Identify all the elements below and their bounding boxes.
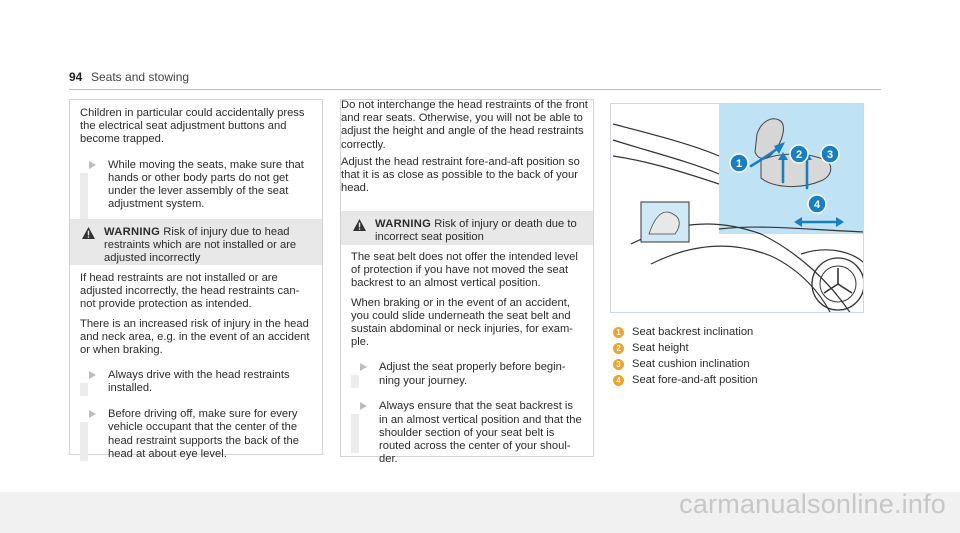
legend-item: 3 Seat cushion inclination — [613, 358, 758, 374]
list-item: While moving the seats, make sure that h… — [80, 159, 312, 225]
warning-paragraph: The seat belt does not offer the intende… — [351, 251, 578, 290]
warning-box: WARNING Risk of injury or death due to i… — [341, 211, 593, 465]
bullet-stripe — [351, 414, 359, 454]
warning-box: WARNING Risk of injury due to head restr… — [70, 219, 322, 462]
arrow-bullet-icon — [89, 410, 96, 419]
column-middle: Do not interchange the head restraints o… — [340, 99, 595, 465]
bullet-stripe — [80, 172, 88, 225]
watermark-text: carmanualsonline.info — [679, 489, 946, 519]
warning-paragraph: There is an increased risk of injury in … — [80, 317, 310, 357]
warning-label: WARNING — [104, 226, 161, 238]
warning-triangle-icon — [353, 219, 366, 235]
star-emblem — [823, 268, 853, 294]
legend-label: Seat fore-and-aft position — [632, 374, 758, 386]
intro-block: Do not interchange the head restraints o… — [341, 99, 595, 201]
seat-switch-illustration — [754, 118, 832, 188]
page-number: 94 — [69, 70, 83, 84]
svg-text:3: 3 — [827, 149, 833, 161]
legend-item: 2 Seat height — [613, 342, 758, 358]
bullet-text: Adjust the seat properly before begin-ni… — [379, 361, 566, 387]
warning-title: Risk of injury due to head restraints wh… — [104, 226, 297, 265]
warning-header: WARNING Risk of injury or death due to i… — [341, 212, 593, 245]
list-item: Adjust the seat properly before begin-ni… — [351, 361, 583, 389]
warning-label: WARNING — [375, 218, 432, 230]
legend-item: 4 Seat fore-and-aft position — [613, 374, 758, 390]
bullet-text: Always ensure that the seat backrest is … — [379, 400, 582, 466]
callout-4: 4 — [807, 194, 827, 218]
arrow-bullet-icon — [360, 363, 367, 372]
bullet-text: Before driving off, make sure for every … — [108, 408, 299, 460]
legend-number-badge: 2 — [613, 343, 624, 354]
legend-item: 1 Seat backrest inclination — [613, 326, 758, 342]
bullet-text: Always drive with the head restraints in… — [108, 369, 290, 395]
callout-2: 2 — [789, 144, 809, 168]
callout-1: 1 — [729, 153, 749, 177]
arrow-bullet-icon — [360, 402, 367, 411]
bullet-stripe — [351, 375, 359, 389]
list-item: Before driving off, make sure for every … — [80, 408, 312, 462]
arrow-bullet-icon — [89, 371, 96, 380]
body-paragraph: Do not interchange the head restraints o… — [341, 99, 588, 151]
warning-triangle-icon — [82, 227, 95, 243]
bullet-text: While moving the seats, make sure that h… — [108, 158, 304, 211]
warning-paragraph: When braking or in the event of an accid… — [351, 296, 573, 349]
svg-text:1: 1 — [736, 158, 742, 170]
door-panel-drawing — [612, 104, 863, 312]
warning-title: Risk of injury or death due to incorrect… — [375, 218, 577, 244]
svg-text:2: 2 — [796, 149, 802, 161]
arrow-bullet-icon — [89, 160, 96, 169]
adjustment-arrows — [749, 144, 841, 224]
legend-number-badge: 4 — [613, 375, 624, 386]
seat-adjustment-illustration: 1 2 3 4 — [610, 103, 864, 313]
legend-label: Seat cushion inclination — [632, 358, 750, 370]
legend-number-badge: 1 — [613, 327, 624, 338]
warning-paragraph: If head restraints are not installed or … — [80, 272, 300, 311]
svg-text:4: 4 — [814, 199, 821, 211]
body-paragraph: Adjust the head restraint fore-and-aft p… — [341, 155, 580, 195]
legend-number-badge: 3 — [613, 359, 624, 370]
section-title: Seats and stowing — [91, 70, 190, 84]
warning-header: WARNING Risk of injury due to head restr… — [70, 220, 322, 265]
page-header: 94 Seats and stowing — [69, 70, 881, 90]
list-item: Always ensure that the seat backrest is … — [351, 400, 583, 465]
legend-label: Seat backrest inclination — [632, 326, 754, 338]
callout-3: 3 — [820, 144, 840, 168]
bullet-stripe — [80, 422, 88, 462]
footer-bar: carmanualsonline.info — [0, 489, 960, 533]
figure-legend: 1 Seat backrest inclination 2 Seat heigh… — [613, 326, 758, 390]
legend-label: Seat height — [632, 342, 689, 354]
column-left: Children in particular could accidentall… — [69, 99, 323, 462]
list-item: Always drive with the head restraints in… — [80, 369, 312, 397]
bullet-stripe — [80, 383, 88, 397]
intro-text: Children in particular could accidentall… — [80, 107, 305, 146]
